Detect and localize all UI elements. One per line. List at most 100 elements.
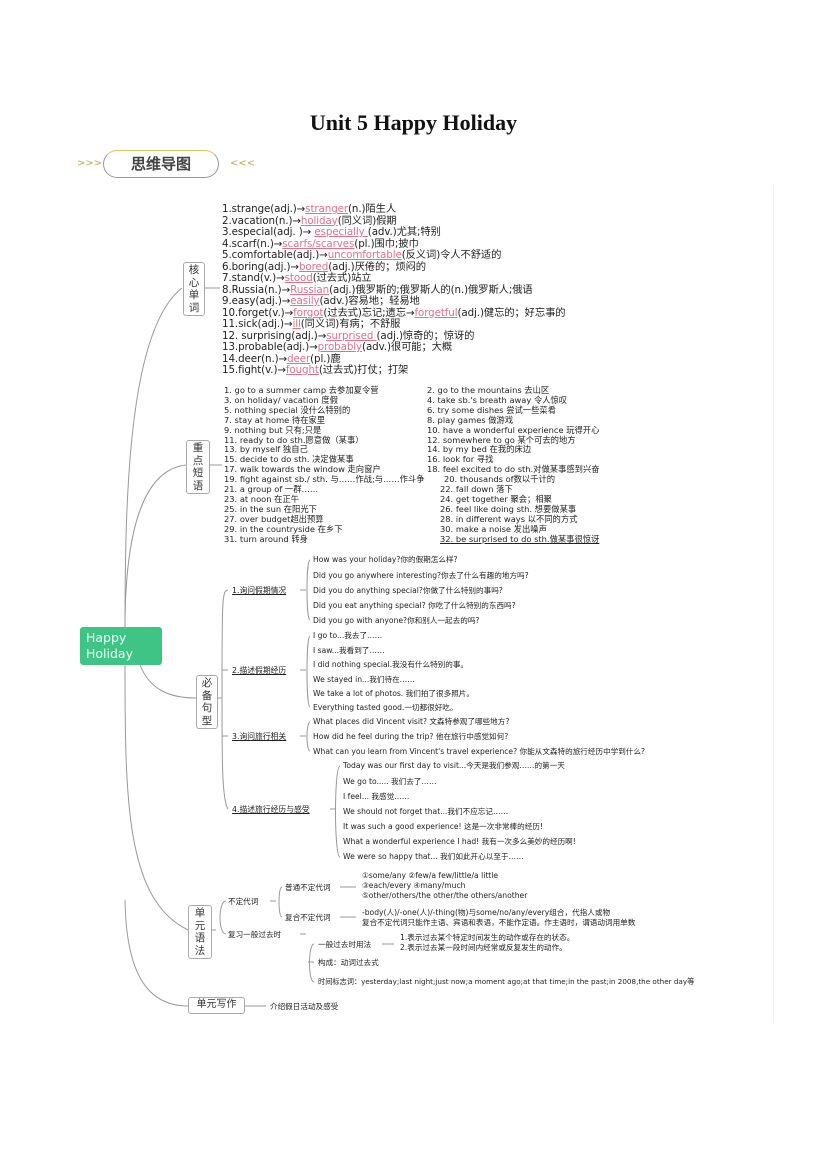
sentence-item: What can you learn from Vincent's travel…: [313, 747, 646, 756]
sentence-item: Did you do anything special?你做了什么特别的事吗?: [313, 586, 503, 595]
category-char: 重: [192, 442, 204, 454]
sentence-item: Did you go with anyone?你和别人一起去的吗?: [313, 616, 480, 625]
category-char: 单: [194, 907, 206, 919]
phrase-item: 27. over budget超出预算: [224, 513, 324, 524]
vocab-answer: bored: [298, 260, 329, 273]
vocab-item: 6.boring(adj.)→bored(adj.)厌倦的；烦闷的: [222, 258, 426, 273]
phrase-item: 6. try some dishes 尝试一些菜肴: [427, 404, 556, 415]
phrase-item: 31. turn around 转身: [224, 533, 308, 544]
vocab-answer: forgot: [293, 306, 324, 319]
vocab-answer: fought: [285, 364, 319, 376]
vocab-answer: stood: [284, 272, 313, 284]
phrase-item: 26. feel like doing sth. 想要做某事: [440, 503, 577, 514]
sentence-item: Everything tasted good.一切都很好吃。: [313, 703, 458, 712]
section-banner: 思维导图: [103, 150, 219, 178]
vocab-item: 13.probable(adj.)→probably(adv.)很可能；大概: [222, 338, 452, 353]
vocab-text: 12. surprising(adj.)→: [222, 329, 327, 342]
vocab-text: 11.sick(adj.)→: [222, 318, 293, 330]
vocab-category-box: 核心单词: [183, 262, 205, 316]
vocab-item: 2.vacation(n.)→holiday(同义词)假期: [222, 212, 397, 227]
g2-bracket: [300, 635, 311, 708]
phrases-category-box: 重点短语: [186, 440, 210, 494]
phrase-item: 3. on holiday/ vacation 度假: [224, 394, 338, 405]
sentence-item: We were so happy that... 我们如此开心以至于……: [343, 852, 524, 861]
phrase-item: 21. a group of 一群……: [224, 484, 319, 494]
compound-item: -body(人)/-one(人)/-thing(物)与some/no/any/e…: [362, 908, 611, 917]
vocab-answer: uncomfortable: [327, 249, 402, 261]
sentence-item: We stayed in...我们待在……: [313, 675, 415, 684]
vocab-answer: forgetful: [414, 306, 458, 319]
sentence-item: How was your holiday?你的假期怎么样?: [313, 555, 458, 564]
phrase-item: 29. in the countryside 在乡下: [224, 523, 343, 534]
vocab-text: 3.especial(adj. )→: [222, 226, 315, 238]
category-char: 词: [188, 301, 200, 314]
root-node: Happy Holiday: [80, 627, 162, 665]
sentence-item: Today was our first day to visit...今天是我们…: [343, 761, 565, 770]
time-words: 时间标志词：yesterday;last night;just now;a mo…: [318, 977, 695, 986]
trunk-line: [124, 287, 183, 631]
phrase-item: 20. thousands of数以千计的: [444, 474, 556, 485]
vocab-text: (过去式)忘记;遗忘→: [323, 306, 415, 319]
vocab-text: (adj.)惊奇的；惊讶的: [376, 329, 475, 342]
vocab-text: 9.easy(adj.)→: [222, 295, 291, 307]
vocab-answer: probably: [317, 341, 363, 353]
left-chevrons: >>>: [77, 158, 103, 169]
vocab-text: (n.)陌生人: [348, 203, 397, 215]
g4-bracket: [330, 765, 341, 858]
vocab-text: (adj.)健忘的；好忘事的: [457, 306, 566, 319]
branch-sentences: [139, 664, 197, 699]
sentence-item: We take a lot of photos. 我们拍了很多照片。: [313, 689, 474, 698]
sentence-item: We should not forget that...我们不应忘记……: [343, 807, 509, 816]
category-char: 点: [192, 454, 204, 467]
vocab-text: (adv.)容易地；轻易地: [319, 295, 420, 307]
branch-phrases: [124, 464, 187, 621]
vocab-text: 6.boring(adj.)→: [222, 260, 299, 273]
vocab-item: 11.sick(adj.)→ill(同义词)有病；不舒服: [222, 315, 400, 330]
category-char: 必: [201, 677, 213, 689]
phrase-item: 30. make a noise 发出噪声: [440, 523, 547, 534]
sentence-group-label: 2.描述假期经历: [232, 666, 287, 675]
vocab-item: 5.comfortable(adj.)→uncomfortable(反义词)令人…: [222, 246, 501, 261]
branch-writing: [124, 899, 189, 1007]
writing-content: 介绍假日活动及感受: [270, 1002, 339, 1011]
phrase-item: 12. somewhere to go 某个可去的地方: [427, 434, 576, 445]
phrase-item: 25. in the sun 在阳光下: [224, 503, 317, 514]
vocab-text: 2.vacation(n.)→: [222, 214, 301, 227]
sentence-group-label: 1.询问假期情况: [232, 586, 287, 595]
category-char: 句: [201, 702, 213, 714]
vocab-text: (adv.)尤其;特别: [367, 226, 441, 238]
vocab-text: 8.Russia(n.)→: [222, 283, 291, 296]
sentence-item: I feel... 我感觉……: [343, 792, 410, 801]
phrase-item: 9. nothing but 只有;只是: [224, 424, 322, 435]
sentence-group-label: 3.询问旅行相关: [232, 732, 287, 741]
grammar-category-box: 单元语法: [188, 905, 212, 959]
vocab-text: 13.probable(adj.)→: [222, 341, 318, 353]
vocab-item: 8.Russia(n.)→Russian(adj.)俄罗斯的;俄罗斯人的(n.)…: [222, 281, 533, 296]
sentences-category-box: 必备句型: [196, 675, 218, 729]
vocab-answer: stranger: [305, 203, 348, 215]
phrase-item: 7. stay at home 待在家里: [224, 414, 326, 425]
vocab-item: 12. surprising(adj.)→surprised (adj.)惊奇的…: [222, 327, 474, 342]
vocab-text: 10.forget(v.)→: [222, 306, 294, 319]
common-item: ③each/every ④many/much: [362, 881, 466, 890]
phrase-item: 18. feel excited to do sth.对做某事感到兴奋: [427, 464, 600, 475]
vocab-item: 4.scarf(n.)→scarfs/scarves(pl.)围巾;披巾: [222, 235, 419, 250]
writing-category-box: 单元写作: [188, 997, 245, 1014]
vocab-text: (过去式)打仗；打架: [318, 364, 409, 376]
phrase-item: 4. take sb.'s breath away 令人惊叹: [427, 394, 568, 405]
sentence-item: I saw...我看到了……: [313, 646, 385, 655]
vocab-text: (pl.)围巾;披巾: [354, 237, 419, 250]
usage-item: 1.表示过去某个特定时间发生的动作或存在的状态。: [400, 933, 575, 942]
mind-map-frame: [75, 185, 774, 1023]
phrase-item: 11. ready to do sth.愿意做（某事）: [224, 434, 364, 445]
root-line1: Happy: [86, 630, 127, 645]
vocab-text: (同义词)假期: [337, 214, 397, 227]
phrase-item: 8. play games 做游戏: [427, 414, 514, 425]
phrase-item: 2. go to the mountains 去山区: [427, 385, 550, 395]
phrase-item: 13. by myself 独自己: [224, 444, 308, 455]
vocab-answer: surprised: [326, 329, 377, 342]
vocab-item: 1.strange(adj.)→stranger(n.)陌生人: [222, 200, 396, 215]
vocab-answer: holiday: [300, 214, 338, 227]
sentence-item: What places did Vincent visit? 文森特参观了哪些地…: [313, 717, 510, 726]
